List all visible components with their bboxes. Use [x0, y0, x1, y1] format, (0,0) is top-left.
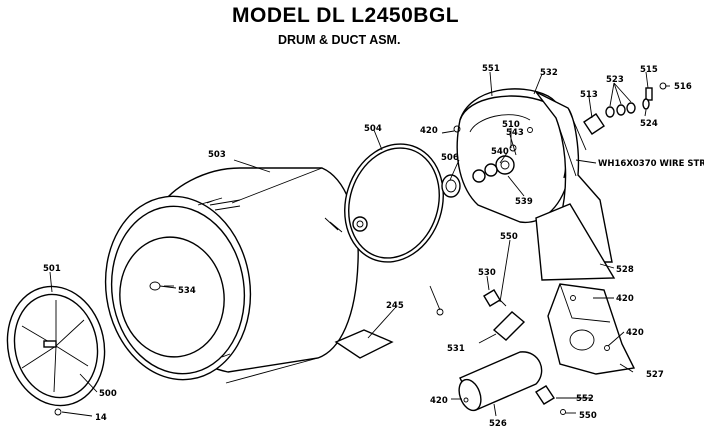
label-420-capacitor: 420 [430, 396, 448, 406]
capacitor-part [458, 351, 566, 415]
label-532: 532 [540, 68, 558, 78]
label-501: 501 [43, 264, 61, 274]
label-527: 527 [646, 370, 664, 380]
label-551: 551 [482, 64, 500, 74]
bracket-parts [429, 285, 526, 341]
label-504: 504 [364, 124, 382, 134]
plate-part [334, 329, 394, 359]
fastener-parts [453, 82, 667, 135]
label-420-mount-side: 420 [626, 328, 644, 338]
seal-part [441, 174, 461, 198]
label-420-top: 420 [420, 126, 438, 136]
bulkhead-part [456, 88, 616, 281]
motor-mount-part [547, 283, 636, 375]
label-540: 540 [491, 147, 509, 157]
label-539: 539 [515, 197, 533, 207]
wire-strap-note: WH16X0370 WIRE STRAP [598, 159, 704, 169]
label-530: 530 [478, 268, 496, 278]
label-528: 528 [616, 265, 634, 275]
label-531: 531 [447, 344, 465, 354]
model-title: MODEL DL L2450BGL [232, 4, 460, 27]
label-552: 552 [576, 394, 594, 404]
label-515: 515 [640, 65, 658, 75]
drum-part [104, 167, 359, 384]
label-500: 500 [99, 389, 117, 399]
label-523: 523 [606, 75, 624, 85]
label-543: 543 [506, 128, 524, 138]
label-550-lower: 550 [579, 411, 597, 421]
label-245: 245 [386, 301, 404, 311]
label-513: 513 [580, 90, 598, 100]
assembly-subtitle: DRUM & DUCT ASM. [278, 33, 401, 47]
label-503: 503 [208, 150, 226, 160]
label-510: 510 [502, 120, 520, 130]
label-14: 14 [95, 413, 107, 423]
label-420-mount-top: 420 [616, 294, 634, 304]
label-526: 526 [489, 419, 507, 429]
label-534: 534 [178, 286, 196, 296]
label-524: 524 [640, 119, 658, 129]
drum-back-part [344, 143, 444, 263]
drum-front-part [6, 285, 106, 416]
label-506: 506 [441, 153, 459, 163]
label-550-upper: 550 [500, 232, 518, 242]
label-516: 516 [674, 82, 692, 92]
leader-lines [49, 71, 670, 417]
